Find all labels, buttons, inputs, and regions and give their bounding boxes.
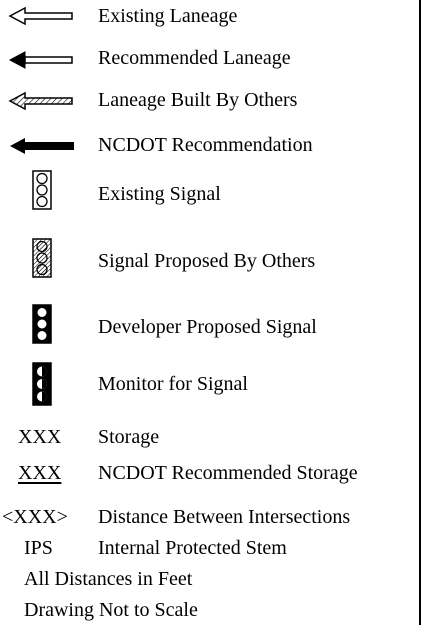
legend-label-monitor-for-signal: Monitor for Signal — [98, 373, 248, 395]
legend-label-ncdot-recommended-storage: NCDOT Recommended Storage — [98, 462, 358, 484]
note-drawing-not-to-scale: Drawing Not to Scale — [24, 599, 198, 621]
note-distances-in-feet: All Distances in Feet — [24, 568, 193, 590]
legend-label-distance-between-intersections: Distance Between Intersections — [98, 506, 351, 528]
legend-label-storage: Storage — [98, 426, 160, 448]
developer-proposed-signal-icon — [32, 304, 52, 344]
internal-protected-stem-symbol: IPS — [24, 537, 53, 559]
legend-label-recommended-laneage: Recommended Laneage — [98, 47, 291, 69]
legend-label-signal-proposed-by-others: Signal Proposed By Others — [98, 250, 316, 272]
recommended-laneage-arrow-icon — [8, 51, 73, 69]
legend-label-ncdot-recommendation: NCDOT Recommendation — [98, 134, 313, 156]
signal-proposed-by-others-icon — [32, 238, 52, 278]
legend-label-laneage-built-by-others: Laneage Built By Others — [98, 89, 298, 111]
legend-border — [419, 0, 421, 625]
monitor-for-signal-icon — [32, 362, 52, 406]
laneage-built-by-others-arrow-icon — [8, 91, 73, 111]
legend-label-existing-laneage: Existing Laneage — [98, 5, 238, 27]
ncdot-recommended-storage-symbol: XXX — [18, 462, 62, 484]
distance-between-intersections-symbol: <XXX> — [2, 506, 68, 528]
legend-label-internal-protected-stem: Internal Protected Stem — [98, 537, 287, 559]
legend-label-developer-proposed-signal: Developer Proposed Signal — [98, 316, 317, 338]
existing-laneage-arrow-icon — [8, 6, 73, 26]
ncdot-recommendation-arrow-icon — [10, 138, 74, 154]
storage-symbol: XXX — [18, 426, 62, 448]
existing-signal-icon — [32, 170, 52, 210]
legend-label-existing-signal: Existing Signal — [98, 183, 221, 205]
